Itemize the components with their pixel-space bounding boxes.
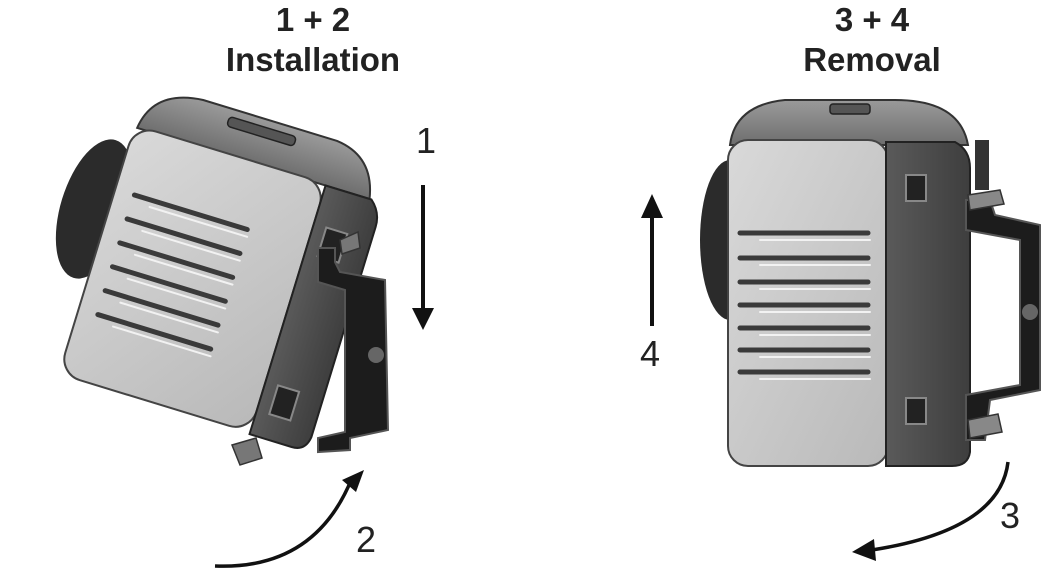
latch-tab-upper	[905, 174, 927, 202]
arrow-curved-left-icon	[852, 461, 1010, 561]
step-label-1: 1	[416, 120, 437, 161]
removal-steps-heading: 3 + 4	[834, 1, 910, 38]
device-side-face	[885, 141, 971, 467]
latch-tab-lower	[268, 384, 301, 422]
step-label-3: 3	[1000, 495, 1021, 536]
step-label-4: 4	[640, 333, 661, 374]
arrow-up-icon	[641, 194, 663, 326]
step-label-2: 2	[356, 519, 377, 560]
mounting-bracket-installation	[230, 230, 390, 466]
arrow-curved-up-icon	[214, 470, 364, 568]
installation-steps-heading: 1 + 2	[275, 1, 351, 38]
camera-device-removal	[700, 99, 971, 467]
vent-slots	[737, 230, 871, 375]
latch-tab-lower	[905, 397, 927, 425]
camera-device-installation	[55, 96, 379, 449]
mounting-bracket-removal	[965, 140, 1041, 441]
arrow-down-icon	[412, 185, 434, 330]
vent-slots	[95, 192, 250, 352]
installation-heading: Installation	[225, 41, 401, 78]
removal-heading: Removal	[803, 41, 941, 78]
